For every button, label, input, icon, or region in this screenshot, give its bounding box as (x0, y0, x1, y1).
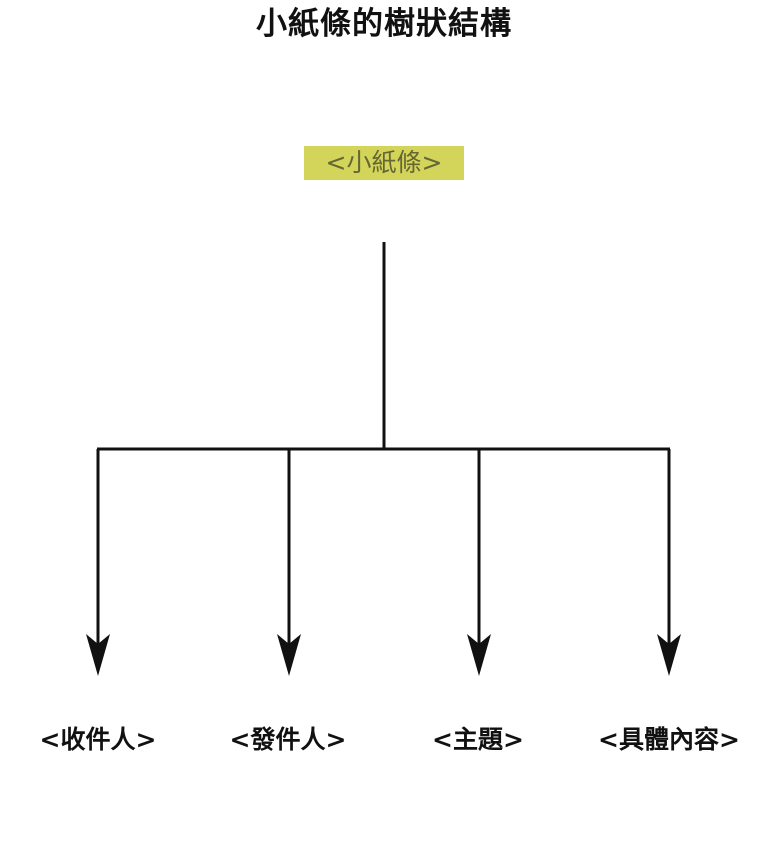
arrowhead-1 (277, 634, 301, 676)
child-node-recipient: <收件人> (39, 725, 157, 754)
child-node-subject: <主題> (432, 725, 524, 754)
arrowhead-0 (86, 634, 110, 676)
child-node-content: <具體內容> (598, 725, 740, 754)
arrowhead-2 (467, 634, 491, 676)
page-title: 小紙條的樹狀結構 (256, 6, 512, 42)
child-node-sender: <發件人> (229, 725, 347, 754)
arrowhead-3 (657, 634, 681, 676)
root-node-label: <小紙條> (304, 146, 464, 180)
